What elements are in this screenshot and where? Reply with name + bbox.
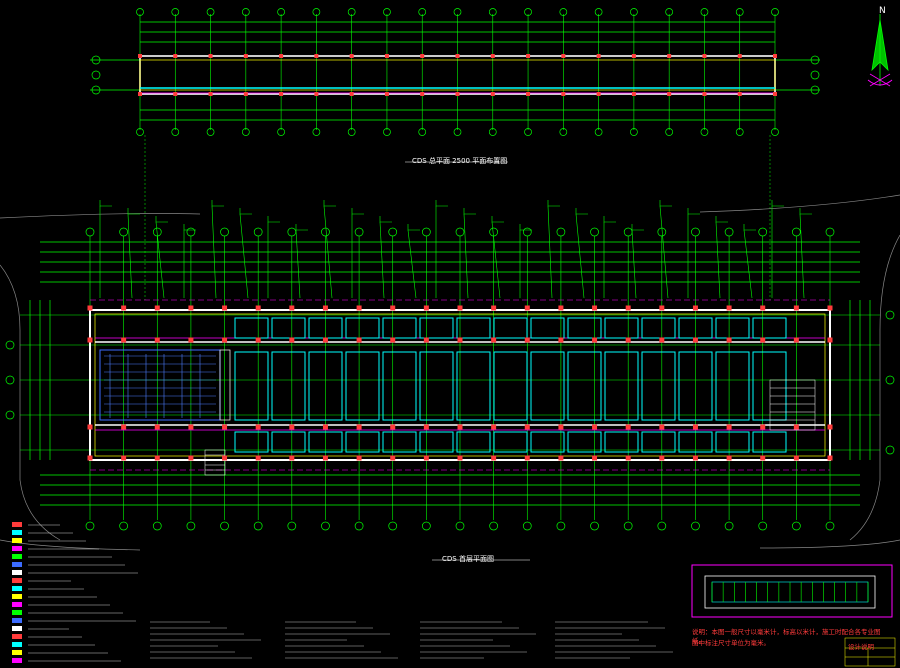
red-note-line-1: 说明：本图一般尺寸以毫米计，标高以米计，施工时配合各专业图纸。 — [692, 628, 881, 645]
top-plan-axis-bubbles — [91, 55, 820, 95]
key-plan — [691, 564, 893, 618]
room-outlines — [234, 317, 787, 453]
top-plan-grid-lines — [139, 14, 776, 130]
left-hall — [99, 349, 231, 421]
main-plan — [5, 200, 895, 561]
legend — [12, 522, 138, 663]
north-label: N — [879, 6, 886, 16]
main-plan-grid-lines — [89, 236, 831, 520]
top-plan-columns — [138, 54, 777, 96]
general-notes — [150, 621, 673, 659]
main-plan-dimension-lines — [29, 241, 871, 506]
main-plan-horizontal-axes — [20, 314, 880, 451]
axis-bubbles-bottom — [85, 521, 835, 531]
title-block-stamp: 设计说明 — [848, 643, 874, 651]
top-plan-inner-outline — [139, 59, 776, 91]
main-plan-title: CDS 首层平面图 — [442, 555, 494, 563]
red-note-line-2: 图中标注尺寸单位为毫米。 — [692, 639, 770, 647]
structural-columns — [87, 305, 833, 461]
top-plan-title: CDS 总平面 2500 平面布置图 — [412, 157, 508, 165]
road-curves — [0, 194, 900, 551]
top-plan — [90, 8, 820, 300]
axis-bubbles-sides — [5, 310, 895, 455]
north-arrow-icon — [867, 14, 893, 87]
stair-right — [769, 379, 816, 431]
title-block — [844, 637, 896, 667]
annotation-leaders — [99, 200, 812, 299]
top-plan-column-bubbles — [136, 8, 779, 136]
stair-left — [204, 449, 226, 476]
